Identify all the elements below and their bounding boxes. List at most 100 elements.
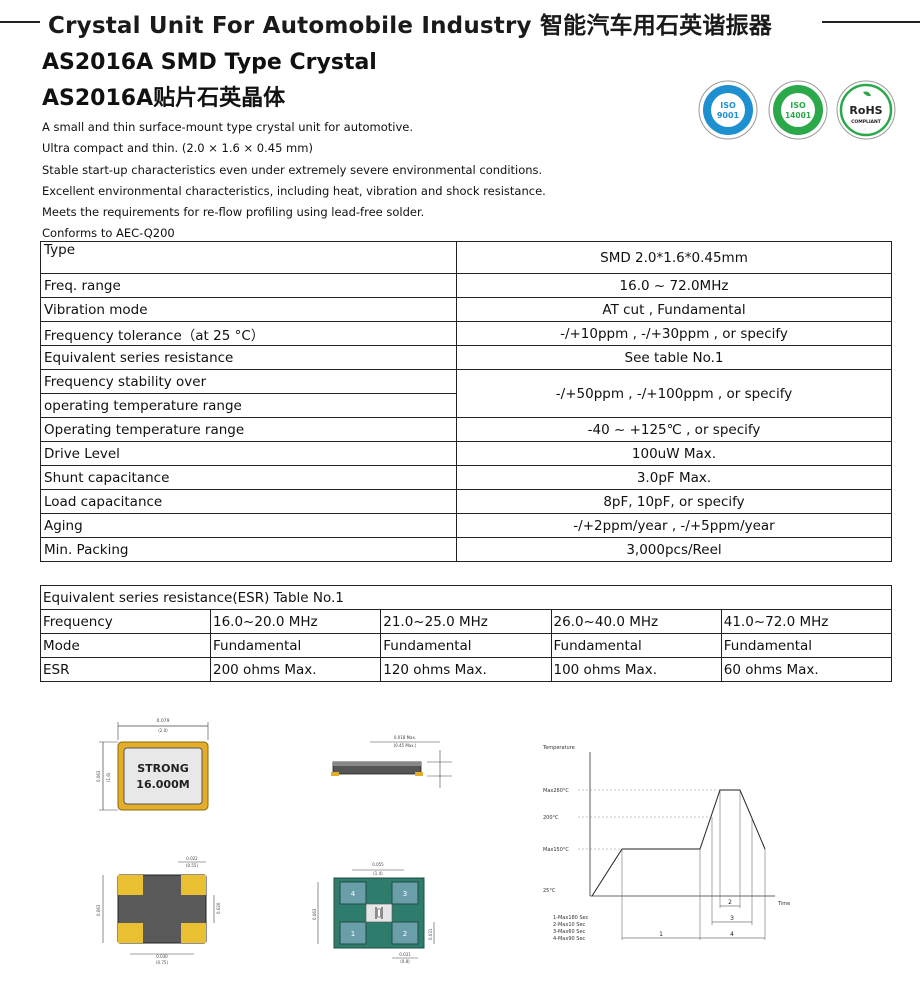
esr-cell: Frequency [40,609,211,634]
reflow-ylabel: Temperature [542,745,575,751]
spec-row-min-packing: Min. Packing 3,000pcs/Reel [40,537,892,562]
esr-cell: Mode [40,633,211,658]
svg-text:0.020: 0.020 [216,902,221,914]
spec-row-load-cap: Load capacitance 8pF, 10pF, or specify [40,489,892,514]
spec-row-stability-line1: Frequency stability over -/+50ppm , -/+1… [40,369,892,418]
spec-value: -40 ~ +125℃ , or specify [456,417,892,442]
iso14001-top: ISO [790,101,806,110]
dim-top-sub: (2.0) [158,728,168,733]
iso9001-bottom: 9001 [717,111,740,120]
header-rule-right [822,21,920,23]
pad-number: 4 [351,890,356,898]
spec-value: -/+10ppm , -/+30ppm , or specify [456,321,892,346]
iso14001-bottom: 14001 [785,111,811,120]
description-line: A small and thin surface-mount type crys… [42,120,414,134]
reflow-segment: 3 [730,915,734,922]
spec-value: 100uW Max. [456,441,892,466]
description-line: Meets the requirements for re-flow profi… [42,205,425,220]
spec-label: Equivalent series resistance [40,345,457,370]
marking-line2: 16.000M [136,778,189,791]
svg-text:(0.75): (0.75) [156,960,168,965]
spec-row-vibration-mode: Vibration mode AT cut , Fundamental [40,297,892,322]
spec-value: AT cut , Fundamental [456,297,892,322]
product-description: A small and thin surface-mount type crys… [42,117,682,245]
spec-row-shunt-cap: Shunt capacitance 3.0pF Max. [40,465,892,490]
spec-value: See table No.1 [456,345,892,370]
esr-table: Equivalent series resistance(ESR) Table … [40,585,893,682]
spec-row-freq-range: Freq. range 16.0 ~ 72.0MHz [40,273,892,298]
spec-row-freq-tolerance: Frequency tolerance（at 25 °C） -/+10ppm ,… [40,321,892,346]
reflow-segment: 1 [659,931,663,938]
spec-row-stability-line2: operating temperature range [40,393,892,418]
dim-side-sub: (1.6) [106,772,111,782]
rohs-bottom: COMPLIANT [851,119,882,125]
spec-row-esr: Equivalent series resistance See table N… [40,345,892,370]
spec-label: Aging [40,513,457,538]
dim-top: 0.079 [157,718,170,724]
pad-number: 2 [403,930,407,938]
spec-value: SMD 2.0*1.6*0.45mm [456,241,892,274]
svg-text:0.030: 0.030 [156,954,168,959]
spec-label: Drive Level [40,441,457,466]
spec-value: 16.0 ~ 72.0MHz [456,273,892,298]
spec-label: Min. Packing [40,537,457,562]
spec-label: Operating temperature range [40,417,457,442]
esr-cell: Fundamental [550,633,722,658]
drawings-svg: 0.079 (2.0) 0.063 (1.6) STRONG 16.000M 0… [96,718,790,965]
dim-side: 0.063 [96,770,101,782]
esr-cell: 21.0~25.0 MHz [380,609,552,634]
spec-value: -/+2ppm/year , -/+5ppm/year [456,513,892,538]
description-line: Stable start-up characteristics even und… [42,162,543,177]
header-title: Crystal Unit For Automobile Industry 智能汽… [48,13,772,39]
esr-cell: 41.0~72.0 MHz [720,609,893,634]
rohs-top: RoHS [849,104,882,117]
spec-row-aging: Aging -/+2ppm/year , -/+5ppm/year [40,513,892,538]
esr-row-frequency: Frequency 16.0~20.0 MHz 21.0~25.0 MHz 26… [40,609,893,634]
reflow-segment: 4 [730,931,734,938]
header-rule-left [0,21,40,23]
top-view-drawing: 0.079 (2.0) 0.063 (1.6) STRONG 16.000M [96,718,209,811]
spec-value: 8pF, 10pF, or specify [456,489,892,514]
esr-row-mode: Mode Fundamental Fundamental Fundamental… [40,633,893,658]
reflow-legend-item: 3-Max60 Sec [553,929,586,935]
land-pattern-drawing: 0.055 (1.4) 4 3 1 2 0.063 0.031 0.031 (0… [312,862,435,964]
reflow-level: Max260°C [543,788,569,794]
reflow-level: 25°C [543,888,556,894]
spec-row-op-temp: Operating temperature range -40 ~ +125℃ … [40,417,892,442]
esr-cell: 120 ohms Max. [380,657,552,682]
esr-cell: 100 ohms Max. [550,657,722,682]
svg-text:(0.55): (0.55) [186,863,198,868]
esr-cell: ESR [40,657,211,682]
dim-thickness-sub: (0.45 Max.) [394,743,417,748]
svg-text:0.031: 0.031 [428,928,433,940]
spec-label: Frequency stability over [40,369,457,394]
spec-table: Type SMD 2.0*1.6*0.45mm Freq. range 16.0… [40,241,892,562]
spec-label: Frequency tolerance（at 25 °C） [40,321,457,346]
technical-drawings: 0.079 (2.0) 0.063 (1.6) STRONG 16.000M 0… [0,700,920,991]
description-line: Conforms to AEC-Q200 [42,226,175,241]
reflow-level: 200°C [543,815,559,821]
spec-row-drive-level: Drive Level 100uW Max. [40,441,892,466]
dim-thickness: 0.018 Max. [394,735,416,740]
bottom-view-drawing: 0.022 (0.55) 0.063 0.020 0.030 (0.75) [96,856,221,965]
reflow-legend-item: 4-Max90 Sec [553,936,586,942]
product-title-cn: AS2016A贴片石英晶体 [42,86,286,111]
svg-text:(1.4): (1.4) [373,871,383,876]
spec-label: operating temperature range [40,393,457,418]
reflow-legend-item: 1-Max180 Sec [553,915,589,921]
spec-label: Type [40,241,457,274]
spec-row-type: Type SMD 2.0*1.6*0.45mm [40,241,892,274]
svg-text:0.031: 0.031 [399,952,411,957]
esr-cell: Fundamental [720,633,893,658]
reflow-level: Max150°C [543,847,569,853]
esr-cell: 26.0~40.0 MHz [550,609,722,634]
page-header: Crystal Unit For Automobile Industry 智能汽… [0,6,920,39]
rohs-icon: RoHS COMPLIANT [836,80,896,140]
esr-cell: Fundamental [209,633,382,658]
esr-cell: 16.0~20.0 MHz [209,609,382,634]
spec-label: Vibration mode [40,297,457,322]
svg-text:(0.8): (0.8) [400,959,410,964]
product-title-en: AS2016A SMD Type Crystal [42,50,377,75]
spec-label: Load capacitance [40,489,457,514]
esr-cell: 200 ohms Max. [209,657,382,682]
